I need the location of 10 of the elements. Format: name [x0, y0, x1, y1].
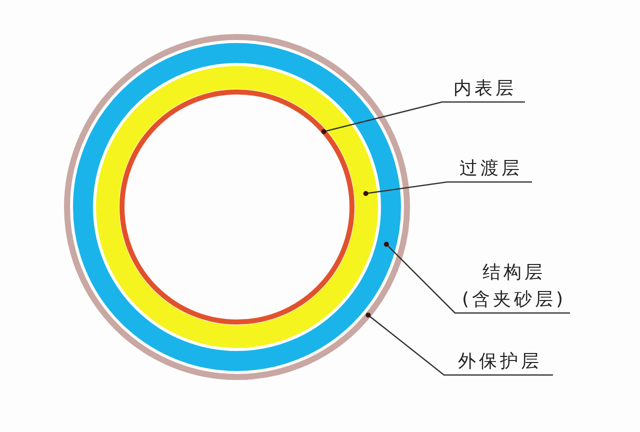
leader-line [363, 181, 532, 196]
pipe-layer-ring [96, 66, 378, 348]
leader-line [321, 101, 525, 134]
layer-label: 外保护层 [447, 348, 553, 375]
pipe-layer-ring [120, 90, 354, 324]
leader-line [384, 242, 570, 314]
layer-label: 过渡层 [450, 155, 532, 182]
leader-line [366, 312, 553, 376]
layer-label: 内表层 [445, 75, 525, 102]
layer-label: 结构层 (含夹砂层) [458, 259, 570, 313]
